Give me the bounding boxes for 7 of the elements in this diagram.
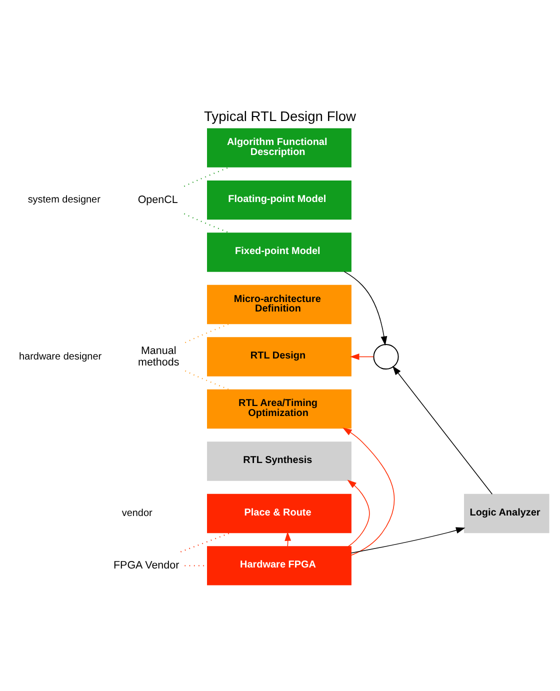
node-text: FPGA Vendor <box>113 559 180 572</box>
label: system designer <box>28 194 100 206</box>
label: vendor <box>122 508 152 519</box>
node-text: Manual methods <box>138 344 180 368</box>
label: hardware designer <box>18 350 102 362</box>
diagram-title: Typical RTL Design Flow <box>204 108 356 124</box>
node-text: OpenCL <box>138 193 178 206</box>
